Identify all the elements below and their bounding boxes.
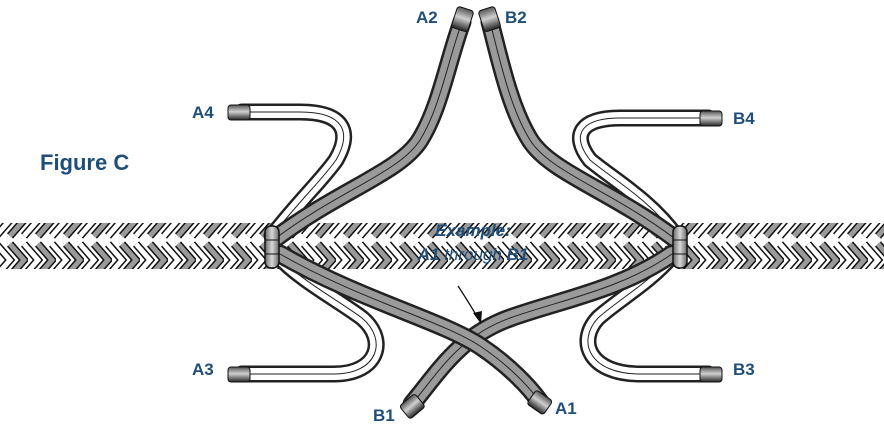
- label-a4: A4: [192, 103, 214, 122]
- tip-a4: [227, 104, 251, 121]
- label-b2: B2: [505, 8, 527, 27]
- label-b4: B4: [733, 109, 755, 128]
- light-strands: [233, 103, 717, 383]
- whipping-ring-left: [264, 225, 280, 269]
- tip-b4: [699, 110, 723, 127]
- label-a3: A3: [192, 360, 214, 379]
- tip-a3: [227, 366, 251, 383]
- example-arrow: [457, 285, 482, 324]
- example-middle: through: [444, 245, 502, 264]
- label-b1: B1: [373, 406, 395, 425]
- example-to: B1: [506, 245, 529, 264]
- label-a2: A2: [416, 8, 438, 27]
- figure-title: Figure C: [40, 150, 130, 175]
- dark-strands: [266, 12, 684, 414]
- tip-a1: [527, 390, 553, 415]
- main-rope: [0, 223, 884, 269]
- tip-b2: [478, 6, 501, 32]
- example-caption: Example: A1 through B1: [398, 219, 548, 267]
- tip-a2: [451, 6, 474, 32]
- whipping-ring-right: [672, 225, 688, 269]
- label-a1: A1: [555, 399, 577, 418]
- example-heading: Example:: [435, 221, 511, 240]
- example-from: A1: [417, 245, 440, 264]
- tip-b3: [699, 366, 723, 383]
- tip-b1: [399, 394, 425, 419]
- label-b3: B3: [733, 360, 755, 379]
